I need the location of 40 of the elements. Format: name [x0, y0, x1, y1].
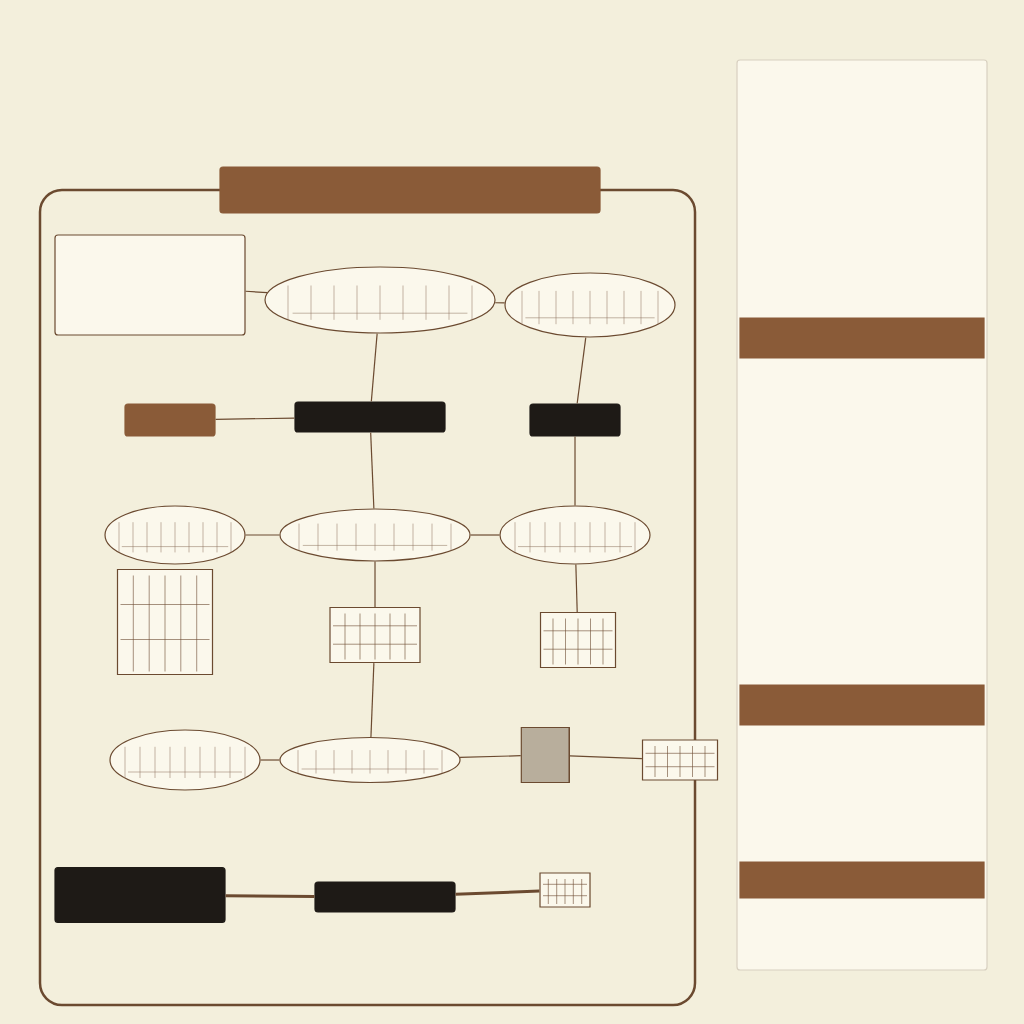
leaf-shape [104, 505, 246, 565]
panel [124, 403, 216, 437]
connector-line [245, 290, 268, 294]
connector-line [260, 759, 280, 761]
connector-line [576, 336, 587, 404]
barrel-drawing [520, 726, 570, 784]
building-drawing [539, 611, 617, 669]
panel [54, 234, 246, 336]
panel [219, 166, 601, 214]
connector-line [370, 662, 375, 738]
building-drawing [641, 739, 719, 781]
leaf-shape [279, 508, 471, 562]
connector-line [574, 436, 576, 506]
connector-line [459, 755, 522, 759]
connector-line [245, 534, 280, 536]
connector-line [470, 534, 500, 536]
leaf-shape [504, 272, 676, 338]
panel [529, 403, 621, 437]
leaf-shape [499, 505, 651, 565]
connector-line [370, 432, 375, 509]
header-bar [739, 684, 985, 726]
panel [294, 401, 446, 433]
connector-line [455, 889, 540, 896]
connector-line [225, 894, 315, 898]
connector-line [569, 755, 643, 760]
connector-line [374, 561, 376, 608]
building-drawing [329, 606, 421, 664]
connector-line [215, 417, 295, 420]
panel [314, 881, 456, 913]
header-bar [739, 861, 985, 899]
leaf-shape [279, 736, 461, 784]
panel [54, 866, 226, 924]
connector-line [575, 564, 578, 613]
connector-line [370, 333, 378, 402]
leaf-shape [109, 729, 261, 791]
header-bar [739, 317, 985, 359]
connector-line [494, 302, 506, 304]
building-drawing [116, 568, 214, 676]
leaf-shape [264, 266, 496, 334]
building-drawing [539, 872, 591, 908]
